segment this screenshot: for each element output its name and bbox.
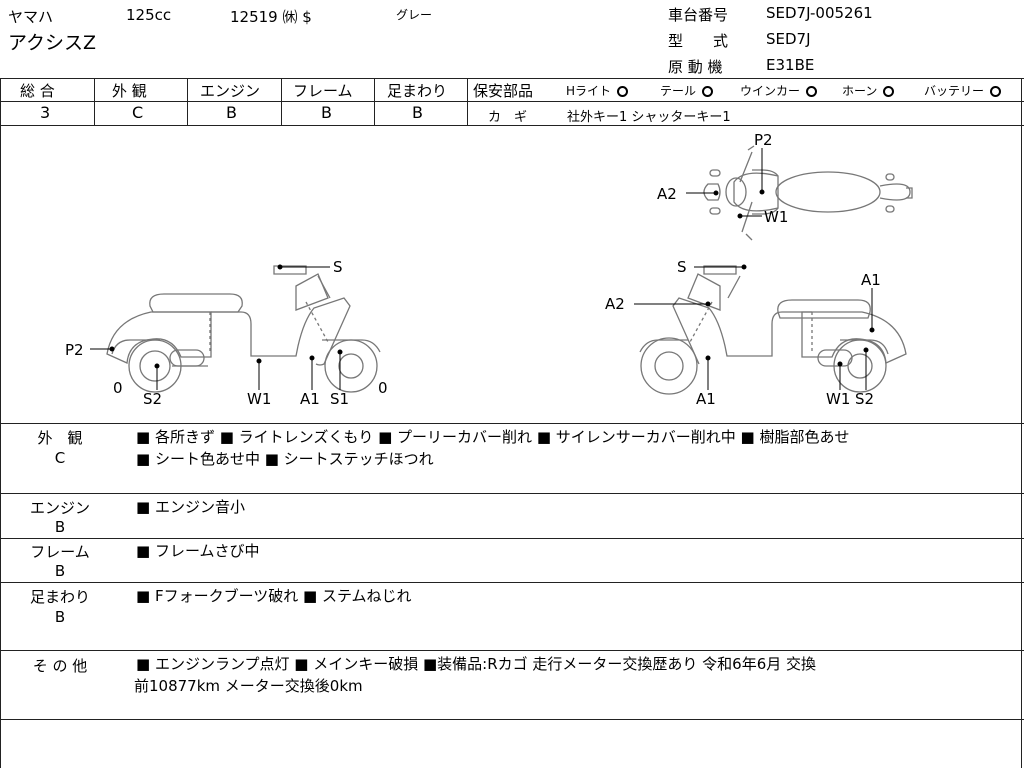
detail-text: ■ 各所きず ■ ライトレンズくもり ■ プーリーカバー削れ ■ サイレンサーカ… [136,428,850,468]
detail-grade: B [54,562,66,580]
detail-grade: C [54,449,66,467]
maker: ヤマハ [8,8,54,26]
label-zero-left: 0 [113,379,123,397]
detail-label: エンジン [29,499,90,517]
ok-circle-icon [883,86,895,97]
grade-header-overall: 総 合 [20,82,55,100]
scooter-left-view [106,265,381,393]
label-w1-right: W1 [826,390,850,408]
key-label: カ ギ [488,110,528,125]
detail-text: ■ エンジン音小 [136,498,245,516]
frame-no-label: 車台番号 [668,6,729,24]
grade-exterior: C [132,103,144,122]
label-w1-left: W1 [247,390,271,408]
ok-circle-icon [702,86,714,97]
ok-circle-icon [990,86,1002,97]
lot-code: 12519 ㉁ $ [230,8,312,26]
type-value: SED7J [766,30,811,48]
grade-frame: B [321,103,332,122]
scooter-diagram: S P2 0 S2 W1 A1 S1 0 P2 A2 W1 S A2 A1 A1… [65,131,913,408]
label-p2-top: P2 [754,131,773,149]
grade-engine: B [226,103,237,122]
label-a2-top: A2 [657,185,677,203]
grade-header-exterior: 外 観 [112,82,147,100]
engine-label: 原 動 機 [668,58,723,76]
label-a2-right: A2 [605,295,625,313]
label-p2-left: P2 [65,341,84,359]
label-s1-left: S1 [330,390,349,408]
safety-winker: ウインカー [740,82,818,99]
label-s-left: S [333,258,343,276]
safety-taillight: テール [660,82,714,99]
scooter-top-view [703,145,913,241]
grade-overall: 3 [40,103,51,122]
detail-text: ■ フレームさび中 [136,542,260,560]
detail-text: ■ Fフォークブーツ破れ ■ ステムねじれ [136,587,412,605]
scooter-right-view [639,265,907,395]
type-label: 型 式 [668,32,729,50]
label-a1-left: A1 [300,390,320,408]
ok-circle-icon [806,86,818,97]
model-name: アクシスZ [8,32,97,54]
safety-horn: ホーン [842,82,895,99]
key-value: 社外キー1 シャッターキー1 [567,110,731,125]
label-a1-bottom-right: A1 [696,390,716,408]
grade-header-frame: フレーム [293,82,353,100]
detail-label: 足まわり [29,588,90,606]
ok-circle-icon [617,86,629,97]
detail-grade: B [54,518,66,536]
displacement: 125cc [126,6,172,24]
detail-label: そ の 他 [32,657,88,675]
grade-suspension: B [412,103,423,122]
detail-label: フレーム [30,543,90,561]
frame-no: SED7J-005261 [766,4,873,22]
safety-headlight: Hライト [566,82,629,99]
detail-grade: B [54,608,66,626]
grade-header-suspension: 足まわり [387,82,448,100]
engine-value: E31BE [766,56,815,74]
label-a1-top-right: A1 [861,271,881,289]
label-s-right: S [677,258,687,276]
label-zero-right: 0 [378,379,388,397]
color: グレー [396,8,433,22]
safety-battery: バッテリー [924,82,1002,99]
detail-text: ■ エンジンランプ点灯 ■ メインキー破損 ■装備品:Rカゴ 走行メーター交換歴… [134,655,817,695]
label-s2-left: S2 [143,390,162,408]
label-w1-top: W1 [764,208,788,226]
detail-label: 外 観 [37,429,83,447]
label-s2-right: S2 [855,390,874,408]
safety-label: 保安部品 [473,82,534,100]
grade-header-engine: エンジン [200,82,261,100]
